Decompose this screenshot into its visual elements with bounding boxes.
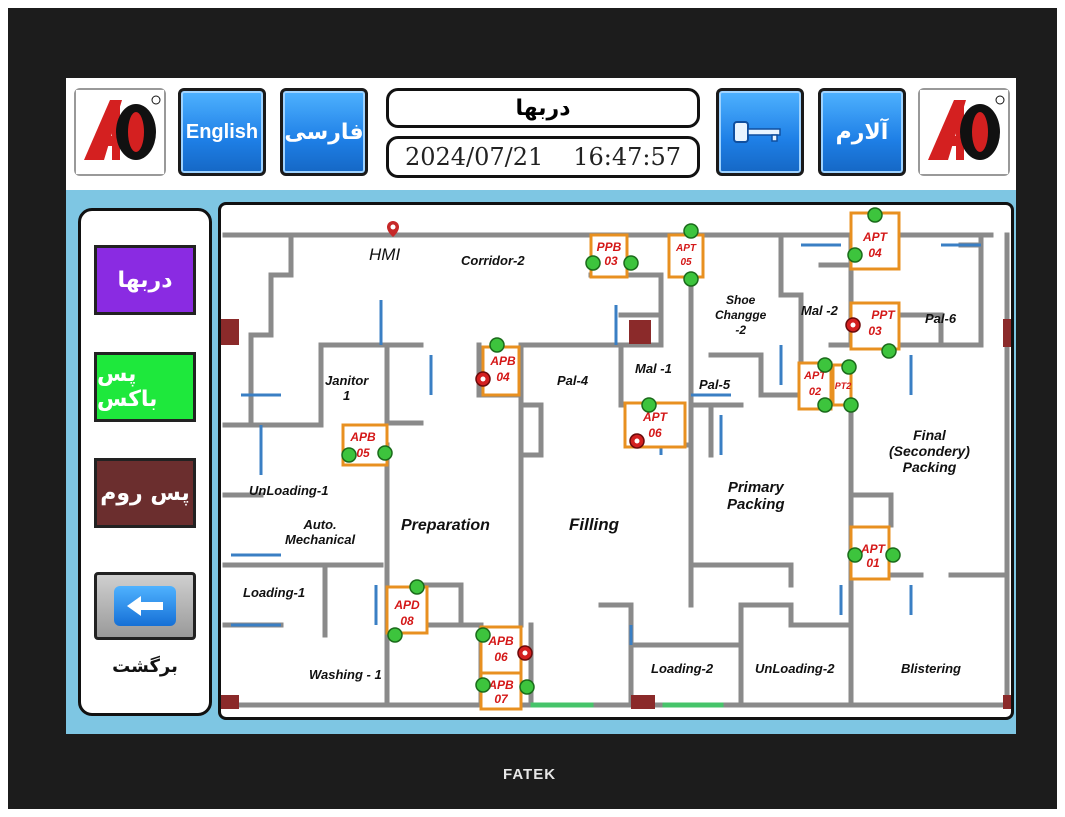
svg-text:APB: APB [487, 634, 514, 648]
room-shoe-change: Shoe Changge -2 [715, 293, 767, 337]
door-ppb03 [589, 233, 629, 279]
room-final-packing: Final (Secondery) Packing [889, 427, 970, 475]
svg-text:06: 06 [494, 650, 508, 664]
room-washing1: Washing - 1 [309, 667, 382, 682]
door-apd08 [385, 585, 429, 635]
room-loading2: Loading-2 [651, 661, 714, 676]
room-loading1: Loading-1 [243, 585, 306, 600]
room-filling: Filling [569, 515, 620, 534]
svg-text:08: 08 [400, 614, 414, 628]
english-language-button[interactable]: English [178, 88, 266, 176]
svg-text:PPT: PPT [871, 308, 896, 322]
svg-text:03: 03 [604, 254, 618, 268]
back-arrow-icon [114, 586, 176, 626]
room-unloading1: UnLoading-1 [249, 483, 329, 498]
svg-text:APB: APB [349, 430, 376, 444]
time-text: 16:47:57 [573, 143, 682, 171]
page-title: دربها [386, 88, 700, 128]
device-brand-label: FATEK [503, 766, 557, 783]
room-pal4: Pal-4 [557, 373, 589, 388]
svg-text:APT: APT [862, 230, 889, 244]
room-preparation: Preparation [401, 517, 490, 534]
svg-text:07: 07 [494, 692, 509, 706]
svg-text:APB: APB [487, 678, 514, 692]
room-auto-mechanical: Auto. Mechanical [285, 517, 356, 547]
key-icon [733, 121, 781, 143]
hmi-location-icon [387, 221, 399, 237]
svg-text:APT: APT [675, 243, 697, 254]
back-button[interactable] [94, 572, 196, 640]
svg-text:APT: APT [860, 542, 887, 556]
ako-logo-icon [920, 90, 1008, 174]
svg-text:APT: APT [642, 410, 669, 424]
datetime-display: 2024/07/21 16:47:57 [386, 136, 700, 178]
back-label: برگشت [112, 656, 178, 677]
svg-text:APT: APT [803, 370, 827, 382]
room-mal2: Mal -2 [801, 303, 838, 318]
room-pal5: Pal-5 [699, 377, 731, 392]
room-pal6: Pal-6 [925, 311, 957, 326]
svg-text:03: 03 [868, 324, 882, 338]
doors-nav-button[interactable]: دربها [94, 245, 196, 315]
room-unloading2: UnLoading-2 [755, 661, 835, 676]
ako-logo-icon [76, 90, 164, 174]
login-key-button[interactable] [716, 88, 804, 176]
svg-text:02: 02 [809, 386, 821, 398]
date-text: 2024/07/21 [404, 143, 544, 171]
alarm-button[interactable]: آلارم [818, 88, 906, 176]
company-logo-right [918, 88, 1010, 176]
svg-text:04: 04 [496, 370, 510, 384]
door-status-lamps [341, 207, 901, 695]
svg-text:05: 05 [356, 446, 370, 460]
svg-text:06: 06 [648, 426, 662, 440]
hmi-label: HMI [369, 245, 401, 264]
svg-text:04: 04 [868, 246, 882, 260]
room-blistering: Blistering [901, 661, 961, 676]
farsi-language-button[interactable]: فارسی [280, 88, 368, 176]
svg-text:PT2: PT2 [835, 381, 852, 391]
room-corridor2: Corridor-2 [461, 253, 525, 268]
door-apt05 [667, 233, 705, 279]
room-janitor: Janitor 1 [325, 373, 369, 403]
room-primary-packing: Primary Packing [727, 479, 785, 513]
svg-text:PPB: PPB [597, 240, 622, 254]
room-mal1: Mal -1 [635, 361, 672, 376]
passbox-nav-button[interactable]: پس باکس [94, 352, 196, 422]
svg-text:APB: APB [489, 354, 516, 368]
svg-text:05: 05 [680, 257, 692, 268]
svg-text:01: 01 [866, 556, 880, 570]
passroom-nav-button[interactable]: پس روم [94, 458, 196, 528]
company-logo-left [74, 88, 166, 176]
svg-text:APD: APD [393, 598, 420, 612]
